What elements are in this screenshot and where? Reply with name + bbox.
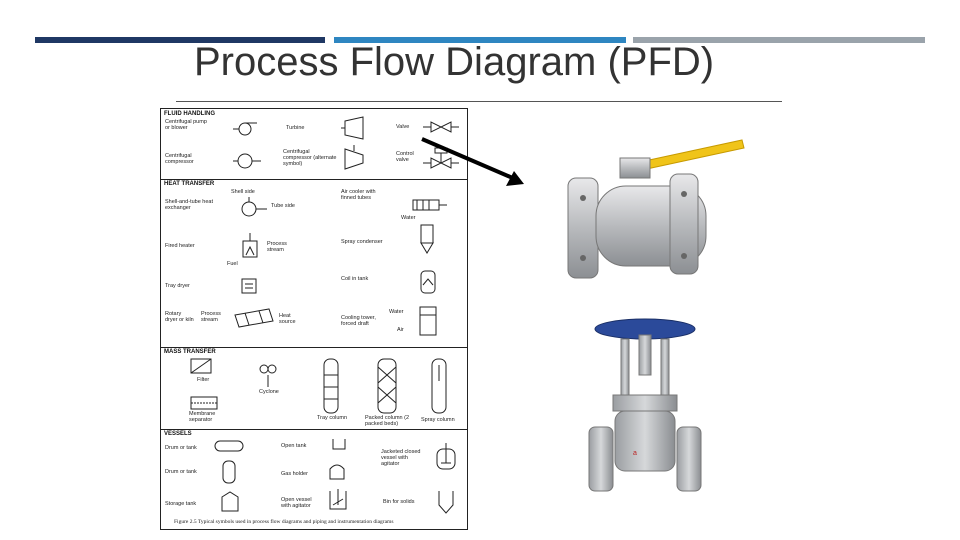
- symbol-label: Cooling tower, forced draft: [341, 315, 376, 327]
- symbol-label: Water: [401, 215, 416, 221]
- section-title-mass-transfer: MASS TRANSFER: [164, 349, 216, 355]
- symbol-label: Drum or tank: [165, 445, 197, 451]
- symbol-label: Spray condenser: [341, 239, 383, 245]
- symbol-label: Membrane separator: [189, 411, 216, 423]
- open-tank-icon: [332, 439, 346, 450]
- symbol-label: Centrifugal compressor: [165, 153, 194, 165]
- accent-bar-dark: [35, 37, 325, 43]
- section-title-fluid-handling: FLUID HANDLING: [164, 111, 215, 117]
- symbol-label: Coil in tank: [341, 276, 369, 282]
- section-divider: [161, 179, 467, 180]
- slide-title: Process Flow Diagram (PFD): [194, 40, 715, 84]
- pointer-arrow: [421, 137, 524, 186]
- accent-bar-gray: [633, 37, 925, 43]
- valve-icon: [423, 121, 459, 133]
- spray-condenser-icon: [420, 224, 434, 254]
- solids-bin-icon: [438, 491, 454, 514]
- section-title-vessels: VESSELS: [164, 431, 192, 437]
- symbol-label: Centrifugal pump or blower: [165, 119, 207, 131]
- agitated-vessel-icon: [329, 489, 347, 510]
- symbol-label: Air cooler with finned tubes: [341, 189, 376, 201]
- filter-icon: [190, 358, 212, 374]
- drum-icon: [214, 440, 244, 452]
- fired-heater-icon: [242, 233, 258, 258]
- tray-column-icon: [323, 358, 339, 414]
- symbol-label: Water: [389, 309, 404, 315]
- spray-column-icon: [431, 358, 447, 414]
- symbol-label: Shell side: [231, 189, 255, 195]
- gate-valve-photo: a: [588, 318, 702, 492]
- coil-tank-icon: [420, 270, 436, 294]
- title-underline: [176, 101, 782, 102]
- compressor-icon: [233, 153, 261, 169]
- symbol-label: Centrifugal compressor (alternate symbol…: [283, 149, 337, 167]
- symbol-label: Tube side: [271, 203, 295, 209]
- section-divider: [161, 347, 467, 348]
- symbol-label: Bin for solids: [383, 499, 415, 505]
- packed-column-icon: [377, 358, 397, 414]
- air-cooler-icon: [412, 199, 447, 211]
- membrane-icon: [190, 396, 218, 410]
- symbol-label: Fired heater: [165, 243, 195, 249]
- symbol-label: Open tank: [281, 443, 307, 449]
- symbol-label: Drum or tank: [165, 469, 197, 475]
- heat-exchanger-icon: [241, 197, 267, 217]
- tray-dryer-icon: [241, 278, 257, 294]
- symbol-label: Process stream: [267, 241, 287, 253]
- symbol-label: Rotary dryer or kiln: [165, 311, 194, 323]
- jacketed-vessel-icon: [436, 443, 456, 470]
- symbol-label: Control valve: [396, 151, 414, 163]
- symbol-label: Spray column: [421, 417, 455, 423]
- symbol-label: Open vessel with agitator: [281, 497, 312, 509]
- ball-valve-photo: [567, 139, 745, 279]
- symbol-label: Valve: [396, 124, 410, 130]
- pump-icon: [233, 122, 257, 136]
- symbol-label: Air: [397, 327, 404, 333]
- symbol-label: Cyclone: [259, 389, 279, 395]
- svg-text:a: a: [633, 450, 637, 457]
- compressor-alt-icon: [344, 145, 364, 170]
- turbine-icon: [341, 116, 364, 140]
- symbol-label: Tray dryer: [165, 283, 190, 289]
- storage-tank-icon: [221, 491, 239, 512]
- accent-bar-blue: [334, 37, 626, 43]
- symbol-label: Storage tank: [165, 501, 197, 507]
- cooling-tower-icon: [419, 306, 437, 336]
- symbol-label: Heat source: [279, 313, 296, 325]
- symbol-label: Fuel: [227, 261, 238, 267]
- symbol-label: Shell-and-tube heat exchanger: [165, 199, 214, 211]
- symbol-label: Turbine: [286, 125, 305, 131]
- symbol-label: Process stream: [201, 311, 221, 323]
- symbol-label: Tray column: [317, 415, 348, 421]
- cyclone-icon: [259, 364, 277, 387]
- rotary-dryer-icon: [234, 308, 274, 328]
- symbol-label: Packed column (2 packed beds): [365, 415, 410, 427]
- section-divider: [161, 429, 467, 430]
- vertical-drum-icon: [222, 460, 236, 484]
- symbol-label: Filter: [197, 377, 210, 383]
- section-title-heat-transfer: HEAT TRANSFER: [164, 181, 215, 187]
- symbol-label: Jacketed closed vessel with agitator: [381, 449, 421, 467]
- symbol-label: Gas holder: [281, 471, 308, 477]
- figure-caption: Figure 2.5 Typical symbols used in proce…: [174, 519, 394, 525]
- gas-holder-icon: [329, 464, 345, 480]
- pfd-symbol-sheet: FLUID HANDLING Centrifugal pump or blowe…: [160, 108, 468, 530]
